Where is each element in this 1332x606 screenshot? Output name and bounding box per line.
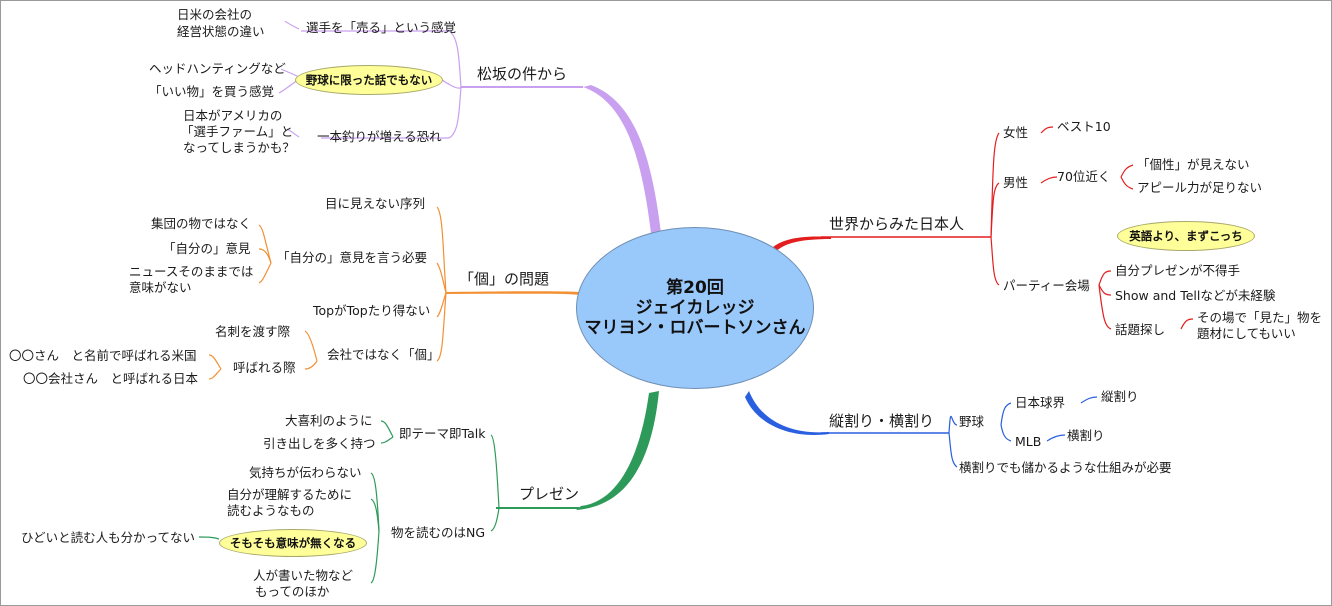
presen-item1-note1: 大喜利のように	[285, 413, 373, 428]
sekai-party-note2: Show and Tellなどが未経験	[1115, 288, 1276, 303]
matsuzaka-item1-note-l2: 経営状態の違い	[177, 24, 265, 39]
matsuzaka-item1[interactable]: 選手を「売る」という感覚	[306, 20, 457, 35]
ko-item2-sub-note2-l1: ニュースそのままでは	[129, 264, 254, 279]
central-topic-line3: マリヨン・ロバートソンさん	[584, 318, 806, 338]
sekai-party-note3: 話題探し	[1115, 322, 1166, 337]
branch-presen-title[interactable]: プレゼン	[519, 485, 580, 503]
presen-item2[interactable]: 物を読むのはNG	[391, 525, 486, 540]
sekai-callout-text: 英語より、まずこっち	[1129, 229, 1243, 243]
matsuzaka-callout[interactable]: 野球に限った話でもない	[295, 65, 443, 95]
ko-item4-sub2-note2: 〇〇会社さん と呼ばれる日本	[23, 371, 199, 386]
presen-item2-note1: 気持ちが伝わらない	[249, 465, 362, 480]
sekai-callout[interactable]: 英語より、まずこっち	[1117, 221, 1255, 251]
ko-item3[interactable]: TopがTopたり得ない	[313, 303, 431, 318]
tatewari-nihon: 日本球界	[1015, 395, 1066, 410]
branch-matsuzaka-title[interactable]: 松坂の件から	[477, 65, 568, 83]
presen-item2-note2-l1: 自分が理解するために	[227, 487, 353, 502]
branch-sekai-title[interactable]: 世界からみた日本人	[829, 215, 965, 233]
ko-item2-sub: 「自分の」意見	[163, 241, 251, 256]
matsuzaka-item2[interactable]: 一本釣りが増える恐れ	[317, 129, 442, 144]
ko-item4[interactable]: 会社ではなく「個」	[327, 347, 440, 362]
sekai-dansei-sub: 70位近く	[1057, 169, 1111, 184]
presen-item2-note2-l2: 読むようなもの	[227, 503, 315, 518]
tatewari-mlb: MLB	[1015, 434, 1042, 449]
presen-item1-note2: 引き出しを多く持つ	[263, 436, 376, 451]
presen-item1[interactable]: 即テーマ即Talk	[399, 426, 486, 441]
sekai-josei[interactable]: 女性	[1003, 125, 1029, 140]
tatewari-yakyu[interactable]: 野球	[959, 414, 985, 429]
ko-item2-sub-note2-l2: 意味がない	[129, 280, 192, 295]
presen-item2-note3-l2: もってのほか	[255, 584, 330, 599]
central-topic-line1: 第20回	[666, 278, 724, 298]
sekai-party-note1: 自分プレゼンが不得手	[1115, 263, 1241, 278]
central-topic[interactable]: 第20回 ジェイカレッジ マリヨン・ロバートソンさん	[576, 227, 814, 389]
matsuzaka-item2-note-l2: 「選手ファーム」と	[181, 124, 294, 139]
ko-item2-sub-note1: 集団の物ではなく	[151, 216, 252, 231]
presen-callout-text: そもそも意味が無くなる	[229, 536, 357, 550]
matsuzaka-callout-text: 野球に限った話でもない	[305, 73, 433, 87]
matsuzaka-item1-note-l1: 日米の会社の	[177, 7, 253, 22]
branch-ko-title[interactable]: 「個」の問題	[459, 270, 550, 288]
presen-item2-note3-l1: 人が書いた物など	[253, 568, 354, 583]
sekai-dansei[interactable]: 男性	[1003, 175, 1029, 190]
matsuzaka-callout-note2: 「いい物」を買う感覚	[149, 84, 275, 99]
presen-callout-note: ひどいと読む人も分かってない	[21, 530, 196, 545]
matsuzaka-callout-note1: ヘッドハンティングなど	[149, 61, 286, 76]
ko-item2[interactable]: 「自分の」意見を言う必要	[277, 250, 428, 265]
matsuzaka-item2-note-l1: 日本がアメリカの	[183, 108, 283, 123]
ko-item1[interactable]: 目に見えない序列	[325, 196, 426, 211]
presen-callout[interactable]: そもそも意味が無くなる	[219, 529, 367, 557]
ko-item4-sub2: 呼ばれる際	[233, 360, 296, 375]
sekai-party-note3-sub-l2: 題材にしてもいい	[1197, 326, 1296, 341]
sekai-dansei-note1: 「個性」が見えない	[1137, 157, 1250, 172]
tatewari-note[interactable]: 横割りでも儲かるような仕組みが必要	[959, 460, 1172, 475]
tatewari-nihon-note: 縦割り	[1101, 389, 1139, 404]
ko-item4-sub1: 名刺を渡す際	[215, 324, 291, 339]
sekai-dansei-note2: アピール力が足りない	[1137, 180, 1263, 195]
sekai-party-note3-sub-l1: その場で「見た」物を	[1197, 310, 1323, 325]
branch-link-tatewari	[745, 391, 829, 435]
branch-tatewari-title[interactable]: 縦割り・横割り	[829, 412, 935, 430]
branch-link-presen	[576, 391, 659, 510]
sekai-josei-note: ベスト10	[1057, 119, 1111, 134]
sekai-party[interactable]: パーティー会場	[1003, 278, 1090, 293]
central-topic-line2: ジェイカレッジ	[635, 298, 755, 318]
tatewari-mlb-note: 横割り	[1067, 428, 1105, 443]
ko-item4-sub2-note1: 〇〇さん と名前で呼ばれる米国	[9, 348, 197, 363]
branch-link-sekai	[769, 236, 831, 255]
branch-link-matsuzaka	[583, 85, 661, 233]
matsuzaka-item2-note-l3: なってしまうかも？	[183, 140, 295, 155]
